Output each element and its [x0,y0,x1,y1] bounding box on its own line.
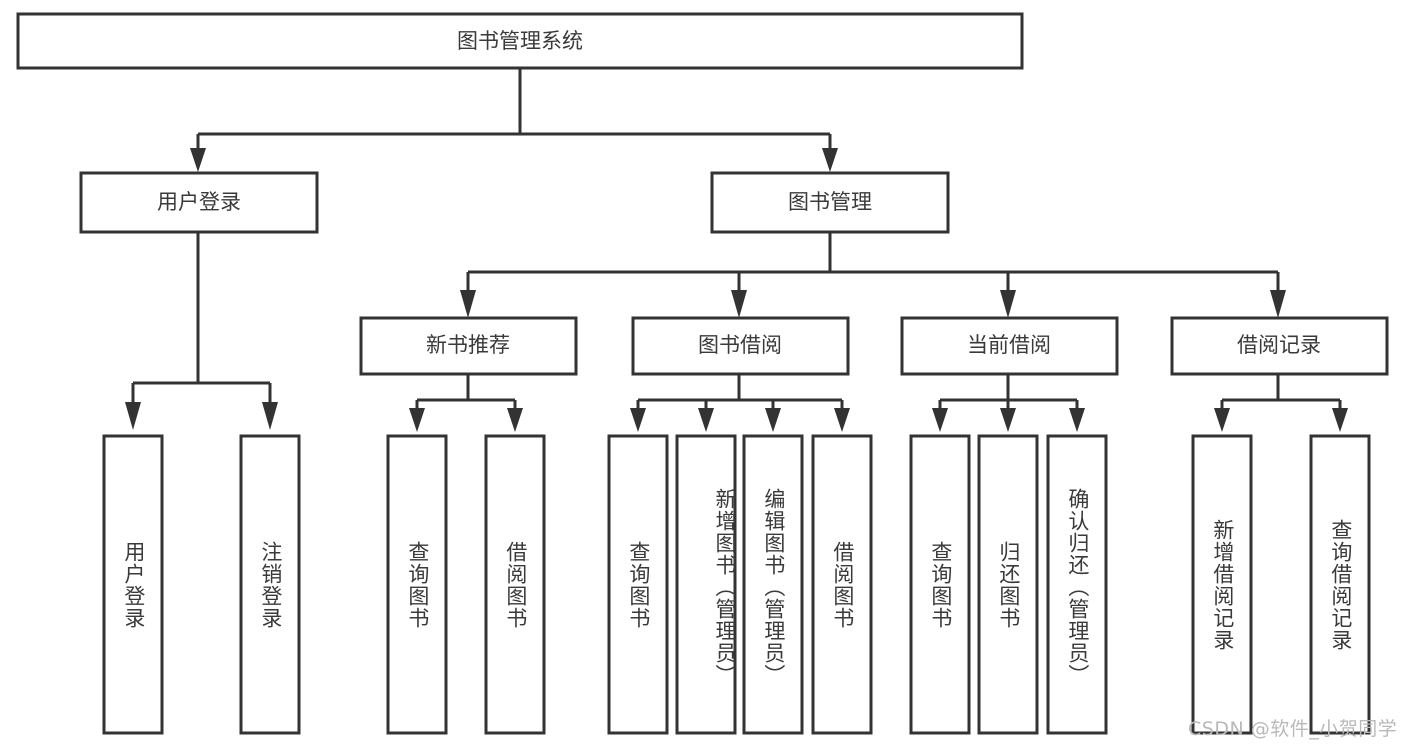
node-current-borrow[interactable]: 当前借阅 [900,316,1119,376]
leaf-box-book-borrow-1[interactable] [675,434,737,735]
connector-group-user-login [125,232,278,430]
arrow-head-user-login [190,148,206,172]
leaf-box-book-borrow-3[interactable] [811,434,873,735]
node-user-login[interactable]: 用户登录 [79,171,319,234]
arrow-head-bw-leaf3 [834,408,850,432]
leaf-box-current-borrow-2[interactable] [1046,434,1108,735]
arrow-head-ul-leaf1 [262,402,278,430]
connector-group-new-book [409,374,523,432]
leaf-box-user-login-1[interactable] [239,434,301,735]
node-user-login-label: 用户登录 [157,190,241,214]
connector-group-borrow [630,374,850,432]
node-book-management[interactable]: 图书管理 [710,171,950,234]
node-current-borrow-label: 当前借阅 [967,333,1051,357]
arrow-head-ul-leaf0 [125,402,141,430]
arrow-head-nb-leaf1 [507,408,523,432]
arrow-head-bm-child0 [460,290,476,318]
leaf-box-book-borrow-2[interactable] [742,434,804,735]
leaf-box-new-book-0[interactable] [386,434,448,735]
connector-group-current-borrow [932,374,1085,432]
arrow-head-book-mgmt [822,148,838,172]
node-root-box[interactable] [16,12,1024,70]
leaf-box-user-login-0[interactable] [102,434,164,735]
node-book-borrow-label: 图书借阅 [698,333,782,357]
arrow-head-bm-child3 [1270,290,1286,318]
leaf-box-borrow-record-1[interactable] [1309,434,1371,735]
leaf-box-current-borrow-0[interactable] [909,434,971,735]
node-book-management-box[interactable] [710,171,950,234]
arrow-head-cb-leaf2 [1069,408,1085,432]
watermark-text: CSDN @软件_小贺同学 [1188,718,1398,740]
node-new-book-recommend-box[interactable] [359,316,578,376]
node-new-book-recommend[interactable]: 新书推荐 [359,316,578,376]
node-user-login-box[interactable] [79,171,319,234]
leaf-box-borrow-record-0[interactable] [1191,434,1253,735]
node-borrow-record-label: 借阅记录 [1237,333,1321,357]
arrow-head-cb-leaf1 [1000,408,1016,432]
node-new-book-recommend-label: 新书推荐 [426,333,510,357]
node-root-label: 图书管理系统 [457,29,583,53]
arrow-head-cb-leaf0 [932,408,948,432]
leaf-box-new-book-1[interactable] [484,434,546,735]
node-book-borrow-box[interactable] [631,316,850,376]
node-current-borrow-box[interactable] [900,316,1119,376]
connector-group-borrow-record [1214,374,1348,432]
node-root[interactable]: 图书管理系统 [16,12,1024,70]
node-book-borrow[interactable]: 图书借阅 [631,316,850,376]
arrow-head-bm-child1 [731,290,747,318]
node-borrow-record-box[interactable] [1170,316,1389,376]
connector-group-book-mgmt [460,232,1286,318]
arrow-head-br-leaf1 [1332,408,1348,432]
arrow-head-br-leaf0 [1214,408,1230,432]
node-book-management-label: 图书管理 [788,190,872,214]
arrow-head-bw-leaf0 [630,408,646,432]
leaf-box-book-borrow-0[interactable] [607,434,669,735]
connector-group-root [190,68,838,172]
leaf-box-current-borrow-1[interactable] [977,434,1039,735]
arrow-head-nb-leaf0 [409,408,425,432]
arrow-head-bw-leaf1 [698,408,714,432]
arrow-head-bm-child2 [1000,290,1016,318]
arrow-head-bw-leaf2 [765,408,781,432]
node-borrow-record[interactable]: 借阅记录 [1170,316,1389,376]
